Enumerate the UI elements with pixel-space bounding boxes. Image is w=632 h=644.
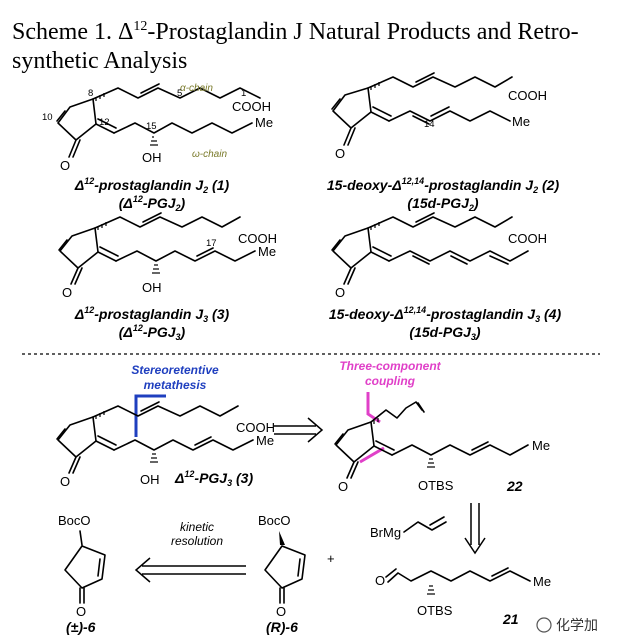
cyclopentenone-ring [332,87,372,129]
locant-1: 1 [241,88,246,99]
retro-arrow-3 [134,557,246,583]
metathesis-label: metathesis [144,378,207,392]
resolution-label: resolution [171,534,223,548]
locant-14: 14 [424,119,435,130]
brmg-label: BrMg [370,525,401,540]
alpha-chain [92,87,261,100]
me-label: Me [532,438,550,453]
me-label: Me [512,114,530,129]
coupling-disconnection-1 [366,392,381,424]
oh-label: OH [140,472,160,487]
allyl-grignard: BrMg [370,516,447,540]
locant-8: 8 [88,88,93,99]
cooh-label: COOH [232,99,271,114]
o-label: O [335,146,345,161]
retro-arrow-1 [274,417,324,443]
scheme-title-line2: synthetic Analysis [12,48,187,74]
wechat-icon [536,617,552,633]
compound-21-label: 21 [502,611,519,627]
metathesis-disconnection [134,394,166,437]
o-label: O [62,285,72,300]
o-label: O [60,158,70,173]
kinetic-label: kinetic [180,520,214,534]
compound-r-6: BocO O (R)-6 [258,513,306,635]
locant-15: 15 [146,121,157,132]
caption-pgj3-name: Δ12-prostaglandin J3 (3) [74,305,230,324]
oh-label: OH [142,280,162,295]
oh-label: OH [142,150,162,165]
boco-label: BocO [58,513,91,528]
scheme-title-line1: Scheme 1. Δ12-Prostaglandin J Natural Pr… [12,19,579,45]
plus-sign: + [327,551,335,566]
intermediate-22: Three-component coupling Me O OTBS 22 [334,359,550,494]
cooh-label: COOH [508,231,547,246]
caption-15d-pgj3-name: 15-deoxy-Δ12,14-prostaglandin J3 (4) [329,305,562,324]
retro-pgj3-caption: Δ12-PGJ3 (3) [174,469,253,488]
structure-pgj2: COOH Me O OH α-chain ω-chain 8 5 1 10 12… [42,83,273,213]
watermark: 化学加 [536,617,598,634]
cyclopentenone-ring [59,227,99,269]
o-label: O [276,604,286,619]
cooh-label: COOH [508,88,547,103]
compound-22-label: 22 [506,478,523,494]
cyclopentenone-ring [332,227,372,269]
o-label: O [338,479,348,494]
boco-label: BocO [258,513,291,528]
watermark-text: 化学加 [556,618,598,634]
caption-15d-pgj2-name: 15-deoxy-Δ12,14-prostaglandin J2 (2) [327,176,560,195]
caption-pgj3-abbr: (Δ12-PGJ3) [119,323,186,342]
caption-pgj2-name: Δ12-prostaglandin J2 (1) [74,176,230,195]
o-label: O [375,573,385,588]
alpha-chain-label: α-chain [180,83,213,94]
structure-pgj3: COOH Me O OH 17 Δ12-prostaglandin J3 (3)… [58,212,277,342]
three-component-label: Three-component [339,359,441,373]
locant-5: 5 [177,88,182,99]
compound-rac-6-label: (±)-6 [66,619,96,635]
locant-12: 12 [99,117,110,128]
structure-15d-pgj3: COOH O 15-deoxy-Δ12,14-prostaglandin J3 … [329,212,562,342]
locant-17: 17 [206,238,217,249]
stereoretentive-label: Stereoretentive [131,363,219,377]
o-label: O [60,474,70,489]
omega-chain-label: ω-chain [192,149,227,160]
aldehyde-21: O Me OTBS 21 [375,567,551,627]
o-label: O [335,285,345,300]
coupling-label: coupling [365,374,416,388]
me-label: Me [255,115,273,130]
o-label: O [76,604,86,619]
locant-10: 10 [42,112,53,123]
caption-15d-pgj2-abbr: (15d-PGJ2) [407,195,478,213]
me-label: Me [533,574,551,589]
retro-arrow-2 [464,503,486,555]
me-label: Me [258,244,276,259]
otbs-label: OTBS [418,478,454,493]
retro-pgj3: Stereoretentive metathesis COOH Me O OH … [56,363,275,489]
cyclopentenone-ring [57,98,97,141]
otbs-label: OTBS [417,603,453,618]
omega-chain [113,122,253,134]
caption-15d-pgj3-abbr: (15d-PGJ3) [409,324,480,342]
compound-rac-6: BocO O (±)-6 [58,513,106,635]
compound-r-6-label: (R)-6 [266,619,298,635]
cooh-label: COOH [238,231,277,246]
structure-15d-pgj2: COOH Me O 14 15-deoxy-Δ12,14-prostagland… [327,72,560,213]
caption-pgj2-abbr: (Δ12-PGJ2) [119,194,186,213]
me-label: Me [256,433,274,448]
cooh-label: COOH [236,420,275,435]
coupling-disconnection-2 [359,446,385,464]
